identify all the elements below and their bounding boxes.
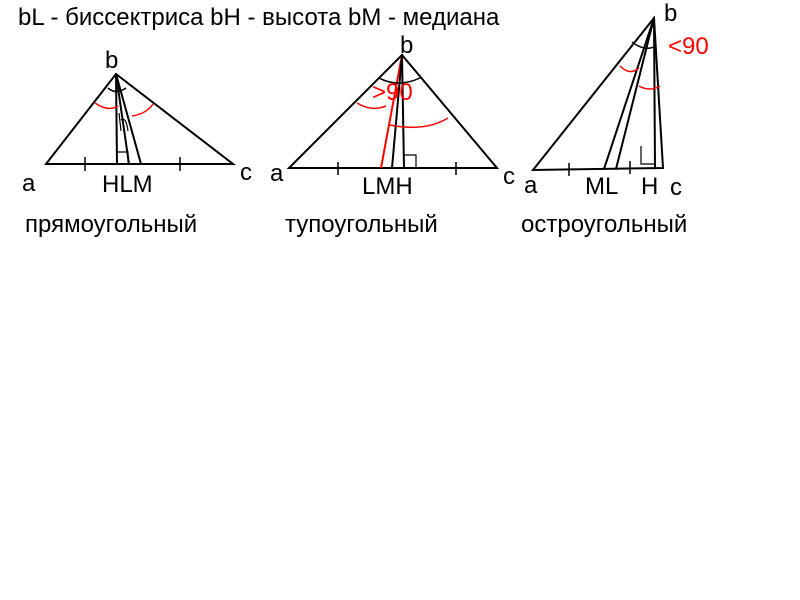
triangle-acute-label-b: b	[664, 0, 677, 27]
triangle-acute-median	[603, 17, 655, 170]
triangle-right-arc-right	[131, 103, 154, 117]
triangle-acute-base-labels-ml: ML	[585, 173, 618, 200]
triangle-acute: b <90 a c ML H остроугольный	[521, 0, 709, 238]
triangle-right: b a c HLM прямоугольный	[22, 47, 252, 238]
triangle-obtuse-label-b: b	[400, 32, 413, 59]
triangle-acute-bisector	[615, 17, 655, 170]
triangle-right-label-a: a	[22, 170, 36, 197]
triangle-acute-label-a: a	[524, 172, 538, 199]
triangle-acute-caption: остроугольный	[521, 211, 687, 238]
triangle-obtuse-right-angle-mark	[404, 154, 417, 168]
triangle-right-outline	[43, 72, 236, 165]
triangle-obtuse-height	[401, 54, 405, 169]
triangle-acute-right-angle-mark	[640, 146, 654, 165]
triangle-right-base-labels: HLM	[102, 171, 153, 198]
triangle-right-label-c: c	[240, 159, 252, 186]
triangle-right-arc-top	[107, 87, 127, 93]
triangle-acute-arc-left	[619, 65, 640, 73]
triangle-obtuse-label-a: a	[270, 160, 284, 187]
triangle-obtuse: b >90 a c LMH тупоугольный	[270, 32, 515, 238]
triangle-acute-height	[653, 17, 656, 169]
triangle-obtuse-arc-top	[378, 77, 421, 84]
triangle-right-median	[115, 73, 142, 165]
triangle-acute-outline	[530, 15, 665, 172]
triangle-obtuse-label-c: c	[503, 163, 515, 190]
triangle-acute-arc-right	[638, 85, 661, 90]
triangle-acute-base-label-h: H	[641, 173, 658, 200]
header-text: bL - биссектриса bH - высота bM - медиан…	[18, 4, 500, 31]
triangle-right-label-b: b	[105, 47, 118, 74]
triangle-right-right-angle-mark	[117, 151, 129, 164]
triangle-right-caption: прямоугольный	[25, 211, 197, 238]
triangle-right-h-mark	[118, 112, 129, 132]
triangle-acute-arc-top	[631, 41, 657, 49]
triangle-acute-angle-note: <90	[668, 33, 709, 60]
triangle-obtuse-angle-note: >90	[372, 79, 413, 106]
triangle-obtuse-caption: тупоугольный	[285, 211, 438, 238]
triangle-right-arc-left	[94, 102, 119, 110]
triangle-right-height	[115, 73, 118, 165]
triangle-acute-label-c: c	[670, 174, 682, 201]
triangle-obtuse-bisector	[380, 54, 403, 169]
triangle-obtuse-arc-right	[389, 117, 449, 129]
triangle-obtuse-median	[391, 54, 403, 169]
triangle-obtuse-arc-left	[356, 102, 387, 110]
triangle-obtuse-base-labels: LMH	[362, 173, 413, 200]
